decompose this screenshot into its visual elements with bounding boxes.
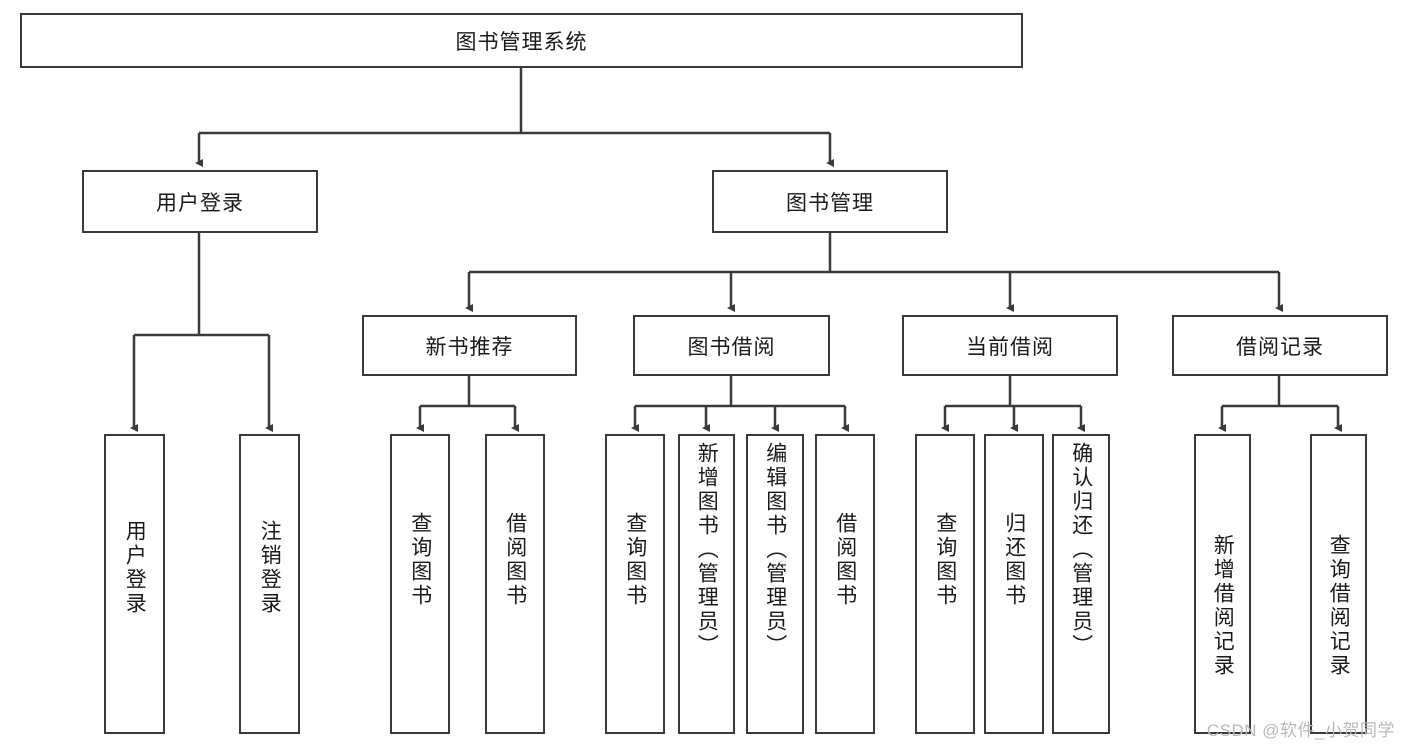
- leaf-label: 查询图书: [933, 512, 957, 608]
- leaf-user-login-logout[interactable]: 注销登录: [239, 434, 300, 734]
- node-borrow-records[interactable]: 借阅记录: [1172, 315, 1388, 376]
- leaf-records-query-record[interactable]: 查询借阅记录: [1310, 434, 1367, 734]
- leaf-borrow-query-book[interactable]: 查询图书: [605, 434, 665, 734]
- leaf-label: 确认归还（管理员）: [1069, 442, 1093, 658]
- leaf-label: 查询图书: [408, 512, 432, 608]
- leaf-borrow-add-book-admin[interactable]: 新增图书（管理员）: [678, 434, 735, 734]
- leaf-records-add-record[interactable]: 新增借阅记录: [1194, 434, 1251, 734]
- leaf-current-query-book[interactable]: 查询图书: [915, 434, 975, 734]
- leaf-label: 注销登录: [258, 520, 282, 616]
- leaf-current-return-book[interactable]: 归还图书: [984, 434, 1044, 734]
- leaf-label: 借阅图书: [833, 512, 857, 608]
- node-label: 当前借阅: [966, 335, 1054, 359]
- leaf-new-book-query[interactable]: 查询图书: [390, 434, 450, 734]
- node-root-system[interactable]: 图书管理系统: [20, 13, 1023, 68]
- leaf-label: 借阅图书: [503, 512, 527, 608]
- leaf-new-book-borrow[interactable]: 借阅图书: [485, 434, 545, 734]
- node-label: 借阅记录: [1236, 335, 1324, 359]
- node-new-book-recommend[interactable]: 新书推荐: [362, 315, 577, 376]
- node-user-login[interactable]: 用户登录: [82, 170, 318, 233]
- leaf-label: 用户登录: [123, 520, 147, 616]
- node-current-borrow[interactable]: 当前借阅: [902, 315, 1118, 376]
- leaf-label: 查询借阅记录: [1327, 534, 1351, 678]
- node-label: 新书推荐: [425, 335, 514, 359]
- leaf-label: 归还图书: [1002, 512, 1026, 608]
- csdn-watermark: CSDN @软件_小贺同学: [1206, 721, 1395, 740]
- leaf-borrow-borrow-book[interactable]: 借阅图书: [815, 434, 875, 734]
- leaf-user-login-login[interactable]: 用户登录: [104, 434, 165, 734]
- node-label: 图书借阅: [687, 335, 776, 359]
- node-label: 图书管理: [786, 191, 874, 215]
- leaf-label: 新增图书（管理员）: [695, 442, 719, 658]
- leaf-label: 查询图书: [623, 512, 647, 608]
- node-book-borrow[interactable]: 图书借阅: [633, 315, 830, 376]
- node-label: 用户登录: [156, 191, 244, 215]
- leaf-label: 新增借阅记录: [1211, 534, 1235, 678]
- node-label: 图书管理系统: [455, 30, 588, 54]
- node-book-management[interactable]: 图书管理: [712, 170, 948, 233]
- leaf-label: 编辑图书（管理员）: [763, 442, 787, 658]
- leaf-borrow-edit-book-admin[interactable]: 编辑图书（管理员）: [746, 434, 804, 734]
- leaf-current-confirm-return-admin[interactable]: 确认归还（管理员）: [1052, 434, 1110, 734]
